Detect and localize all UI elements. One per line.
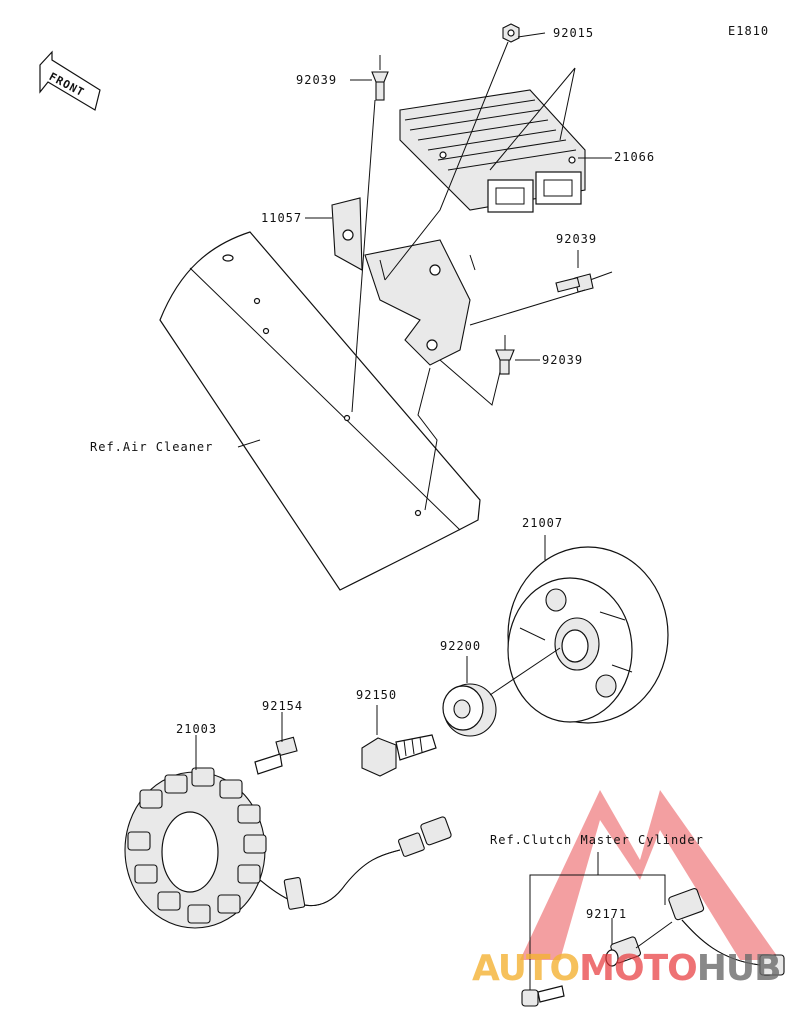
part-92015: 92015 xyxy=(553,26,595,40)
clutch-hose-fitting xyxy=(605,888,785,976)
part-92039-lower: 92039 xyxy=(542,353,584,367)
mounting-bracket xyxy=(331,197,476,366)
part-92154: 92154 xyxy=(262,699,304,713)
part-21003: 21003 xyxy=(176,722,218,736)
flywheel-rotor xyxy=(507,546,669,724)
diagram-code: E1810 xyxy=(728,24,770,38)
stator-coil xyxy=(124,767,452,929)
part-92039-top: 92039 xyxy=(296,73,338,87)
ref-air-cleaner: Ref.Air Cleaner xyxy=(90,440,214,454)
washer xyxy=(442,683,497,737)
bolt-clutch xyxy=(521,985,565,1007)
part-92039-right: 92039 xyxy=(556,232,598,246)
part-11057: 11057 xyxy=(261,211,303,225)
nut-icon xyxy=(502,23,520,43)
part-21066: 21066 xyxy=(614,150,656,164)
regulator-rectifier xyxy=(399,89,586,213)
part-92150: 92150 xyxy=(356,688,398,702)
bolt-flywheel xyxy=(361,734,437,777)
front-arrow-icon xyxy=(39,50,101,111)
screw-stator xyxy=(254,736,298,775)
ref-clutch-master-cylinder: Ref.Clutch Master Cylinder xyxy=(490,833,704,847)
part-21007: 21007 xyxy=(522,516,564,530)
rivet-right xyxy=(555,271,613,293)
rivet-lower xyxy=(495,335,515,375)
rivet-top xyxy=(371,55,389,101)
air-cleaner-cover xyxy=(159,231,481,591)
part-92200: 92200 xyxy=(440,639,482,653)
watermark-logo xyxy=(520,790,780,960)
watermark-text: AUTOMOTOHUB xyxy=(472,948,782,989)
part-92171: 92171 xyxy=(586,907,628,921)
